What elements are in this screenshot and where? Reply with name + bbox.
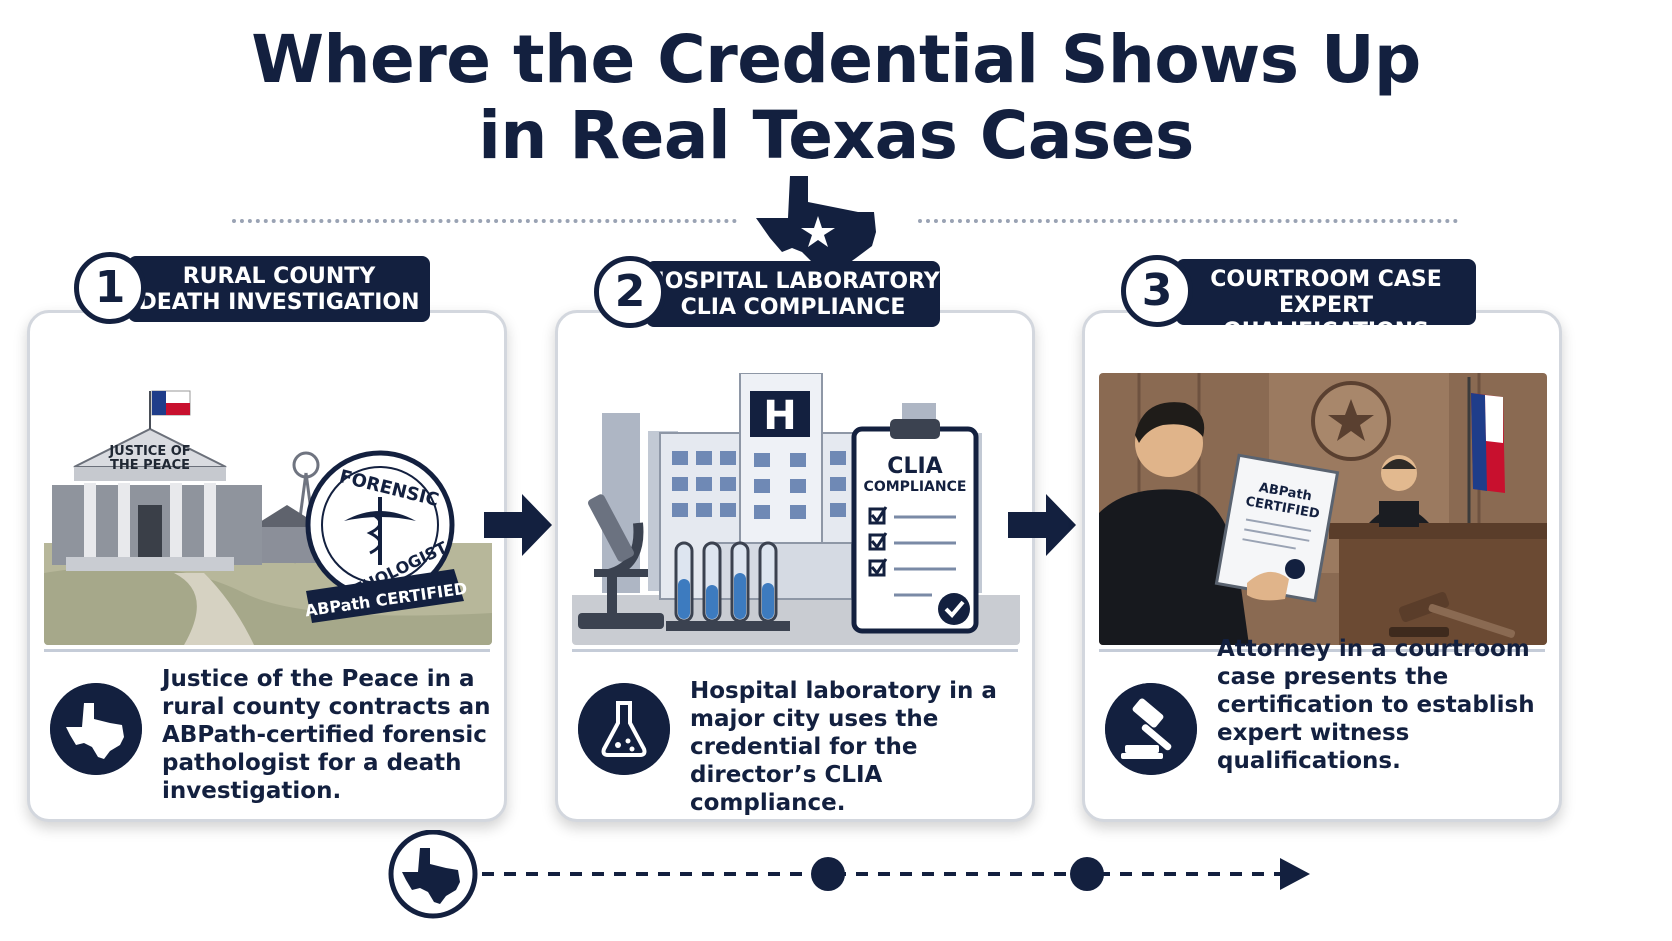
- right-arrow-icon: [1008, 494, 1076, 556]
- texas-map-icon: [50, 683, 142, 775]
- banner-hospital-laboratory: HOSPITAL LABORATORY CLIA COMPLIANCE: [646, 261, 940, 327]
- banner-line-1: HOSPITAL LABORATORY: [646, 269, 940, 294]
- courtroom-illustration: ABPath CERTIFIED: [1099, 373, 1547, 645]
- card-description: Hospital laboratory in a major city uses…: [690, 678, 997, 816]
- gavel-icon: [1105, 683, 1197, 775]
- banner-rural-county: RURAL COUNTY DEATH INVESTIGATION: [128, 256, 430, 322]
- dotted-separator-left: [232, 219, 737, 223]
- texas-star-icon: [756, 176, 876, 284]
- timeline-arrowhead: [1280, 858, 1310, 890]
- card-divider: [44, 649, 490, 652]
- timeline-node-2: [811, 857, 845, 891]
- banner-line-1: COURTROOM CASE: [1210, 267, 1442, 292]
- courthouse-sign-line-1: JUSTICE OF: [108, 444, 190, 459]
- card-rural-county: JUSTICE OF THE PEACE FORENSIC PATHOLOGIS…: [27, 310, 507, 822]
- banner-line-1: RURAL COUNTY: [182, 264, 376, 289]
- page-title: Where the Credential Shows Up in Real Te…: [0, 22, 1672, 174]
- step-number-3: 3: [1121, 255, 1193, 327]
- card-divider: [572, 649, 1018, 652]
- card-description: Justice of the Peace in a rural county c…: [162, 666, 491, 804]
- hospital-lab-illustration: H: [572, 373, 1020, 645]
- banner-courtroom-case: COURTROOM CASE EXPERT QUALIFICATIONS: [1176, 259, 1476, 344]
- banner-line-2: EXPERT QUALIFICATIONS: [1223, 293, 1429, 344]
- card-divider: [1099, 649, 1545, 652]
- banner-line-2: DEATH INVESTIGATION: [138, 290, 420, 315]
- card-description: Attorney in a courtroom case presents th…: [1217, 636, 1535, 774]
- banner-line-2: CLIA COMPLIANCE: [680, 295, 906, 320]
- clipboard-title-line-2: COMPLIANCE: [864, 479, 967, 495]
- bottom-timeline: [388, 830, 1310, 919]
- timeline-node-3: [1070, 857, 1104, 891]
- rural-courthouse-illustration: JUSTICE OF THE PEACE FORENSIC PATHOLOGIS…: [44, 373, 492, 645]
- title-line-2: in Real Texas Cases: [478, 97, 1194, 174]
- right-arrow-icon: [484, 494, 552, 556]
- flask-icon: [578, 683, 670, 775]
- card-hospital-laboratory: H: [555, 310, 1035, 822]
- hospital-h-letter: H: [763, 393, 796, 439]
- dotted-separator-right: [918, 219, 1458, 223]
- step-number-1: 1: [74, 252, 146, 324]
- card-courtroom-case: ABPath CERTIFIED Attorney in a courtroom…: [1082, 310, 1562, 822]
- timeline-texas-icon: [402, 848, 460, 904]
- clipboard-title-line-1: CLIA: [887, 454, 942, 479]
- title-line-1: Where the Credential Shows Up: [251, 21, 1421, 98]
- courthouse-sign-line-2: THE PEACE: [110, 458, 190, 473]
- step-number-2: 2: [594, 256, 666, 328]
